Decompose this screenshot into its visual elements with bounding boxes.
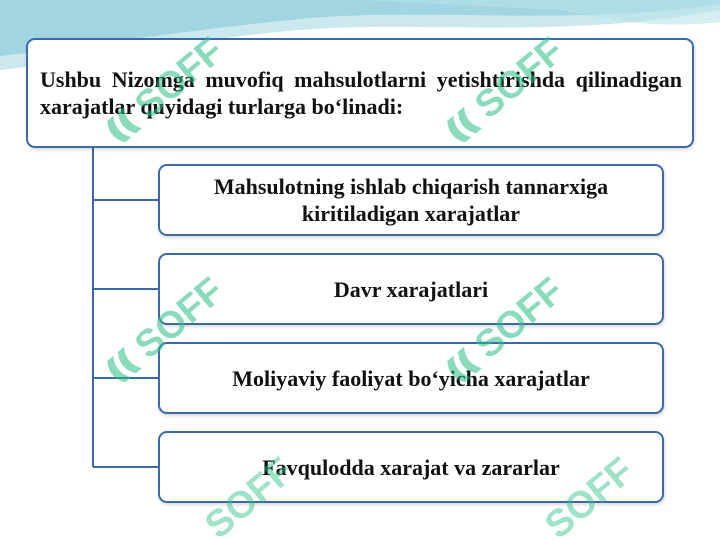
child-text-production-cost: Mahsulotning ishlab chiqarish tannarxiga… <box>213 174 609 226</box>
root-text: Ushbu Nizomga muvofiq mahsulotlarni yeti… <box>40 67 682 119</box>
child-text-period-expenses: Davr xarajatlari <box>333 276 489 302</box>
child-box-financial-expenses: Moliyaviy faoliyat bo‘yicha xarajatlar <box>158 342 664 414</box>
child-text-extraordinary-losses: Favqulodda xarajat va zararlar <box>262 454 560 480</box>
child-box-extraordinary-losses: Favqulodda xarajat va zararlar <box>158 431 664 503</box>
child-box-production-cost: Mahsulotning ishlab chiqarish tannarxiga… <box>158 164 664 236</box>
root-box: Ushbu Nizomga muvofiq mahsulotlarni yeti… <box>26 38 694 148</box>
child-box-period-expenses: Davr xarajatlari <box>158 253 664 325</box>
top-wave-decoration <box>0 0 720 70</box>
child-text-financial-expenses: Moliyaviy faoliyat bo‘yicha xarajatlar <box>232 365 590 391</box>
